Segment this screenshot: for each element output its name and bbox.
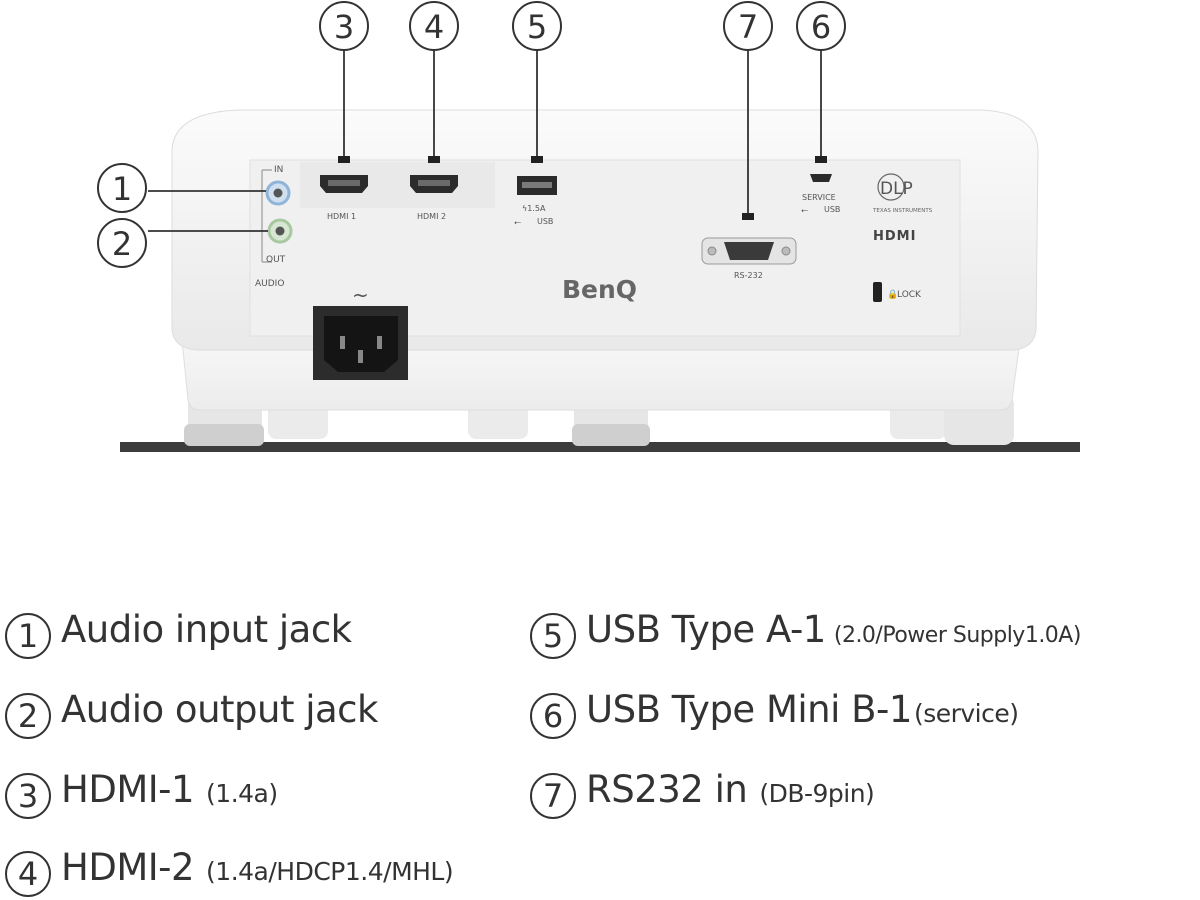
service-usb-top-label: SERVICE	[802, 193, 836, 202]
legend-note: (1.4a/HDCP1.4/MHL)	[206, 857, 453, 886]
legend-number: 6	[530, 693, 576, 739]
legend-number: 3	[5, 773, 51, 819]
callout-3: 3	[320, 2, 368, 50]
callout-6: 6	[797, 2, 845, 50]
legend-note: (DB-9pin)	[759, 779, 874, 808]
legend-item-usb-a: 5 USB Type A-1 (2.0/Power Supply1.0A)	[530, 608, 1081, 654]
legend-label: HDMI-1	[61, 768, 194, 811]
svg-text:5: 5	[527, 8, 547, 46]
legend-item-hdmi-2: 4 HDMI-2 (1.4a/HDCP1.4/MHL)	[5, 846, 453, 892]
svg-text:1: 1	[112, 170, 132, 208]
legend-label: USB Type Mini B-1	[586, 688, 912, 731]
hdmi-2-port	[410, 175, 458, 193]
ac-symbol: ~	[352, 283, 369, 307]
power-inlet	[313, 306, 408, 380]
legend-item-usb-mini-b: 6 USB Type Mini B-1 (service)	[530, 688, 1019, 734]
callout-4: 4	[410, 2, 458, 50]
usb-power-label: ϟ1.5A	[522, 204, 546, 213]
legend-note: (2.0/Power Supply1.0A)	[834, 623, 1081, 648]
legend-label: HDMI-2	[61, 846, 194, 889]
audio-out-jack	[269, 220, 291, 242]
svg-text:3: 3	[334, 8, 354, 46]
hdmi-2-label: HDMI 2	[417, 212, 446, 221]
legend-label: RS232 in	[586, 768, 747, 811]
legend-number: 5	[530, 613, 576, 659]
hdmi-1-label: HDMI 1	[327, 212, 356, 221]
projector-rear-diagram: IN OUT AUDIO HDMI 1 HDMI 2 ϟ1.5A USB ⭠ R…	[0, 0, 1200, 520]
svg-text:7: 7	[738, 8, 758, 46]
audio-in-label: IN	[274, 165, 283, 175]
svg-text:4: 4	[424, 8, 444, 46]
service-usb-port	[810, 174, 832, 182]
legend-note: (1.4a)	[206, 779, 278, 808]
callout-2: 2	[98, 219, 146, 267]
legend-number: 2	[5, 693, 51, 739]
service-usb-bottom-label: USB	[824, 205, 840, 214]
usb-a-label: USB	[537, 217, 553, 226]
audio-in-jack	[267, 182, 289, 204]
legend-number: 1	[5, 613, 51, 659]
legend-note: (service)	[914, 699, 1019, 728]
legend-label: USB Type A-1	[586, 608, 826, 651]
lock-label: LOCK	[897, 290, 922, 300]
legend-item-audio-output: 2 Audio output jack	[5, 688, 378, 734]
brand-logo: BenQ	[562, 275, 637, 304]
legend-label: Audio input jack	[61, 608, 352, 651]
usb-a-port	[517, 176, 557, 195]
svg-text:6: 6	[811, 8, 831, 46]
kensington-lock-slot	[873, 282, 882, 302]
rs232-port	[702, 238, 796, 264]
legend-number: 7	[530, 773, 576, 819]
hdmi-1-port	[320, 175, 368, 193]
rs232-label: RS-232	[734, 271, 763, 280]
legend-number: 4	[5, 851, 51, 897]
audio-out-label: OUT	[266, 255, 286, 265]
usb-symbol-icon: ⭠	[514, 218, 521, 228]
callout-7: 7	[724, 2, 772, 50]
audio-label: AUDIO	[255, 279, 284, 289]
svg-text:DLP: DLP	[880, 179, 913, 199]
legend-label: Audio output jack	[61, 688, 378, 731]
legend-item-audio-input: 1 Audio input jack	[5, 608, 352, 654]
service-usb-symbol-icon: ⭠	[801, 206, 808, 216]
legend-item-hdmi-1: 3 HDMI-1 (1.4a)	[5, 768, 278, 814]
callout-5: 5	[513, 2, 561, 50]
legend-item-rs232: 7 RS232 in (DB-9pin)	[530, 768, 874, 814]
callout-1: 1	[98, 164, 146, 212]
svg-text:2: 2	[112, 225, 132, 263]
hdmi-logo: HDMI	[873, 229, 916, 244]
svg-text:TEXAS INSTRUMENTS: TEXAS INSTRUMENTS	[872, 208, 933, 214]
